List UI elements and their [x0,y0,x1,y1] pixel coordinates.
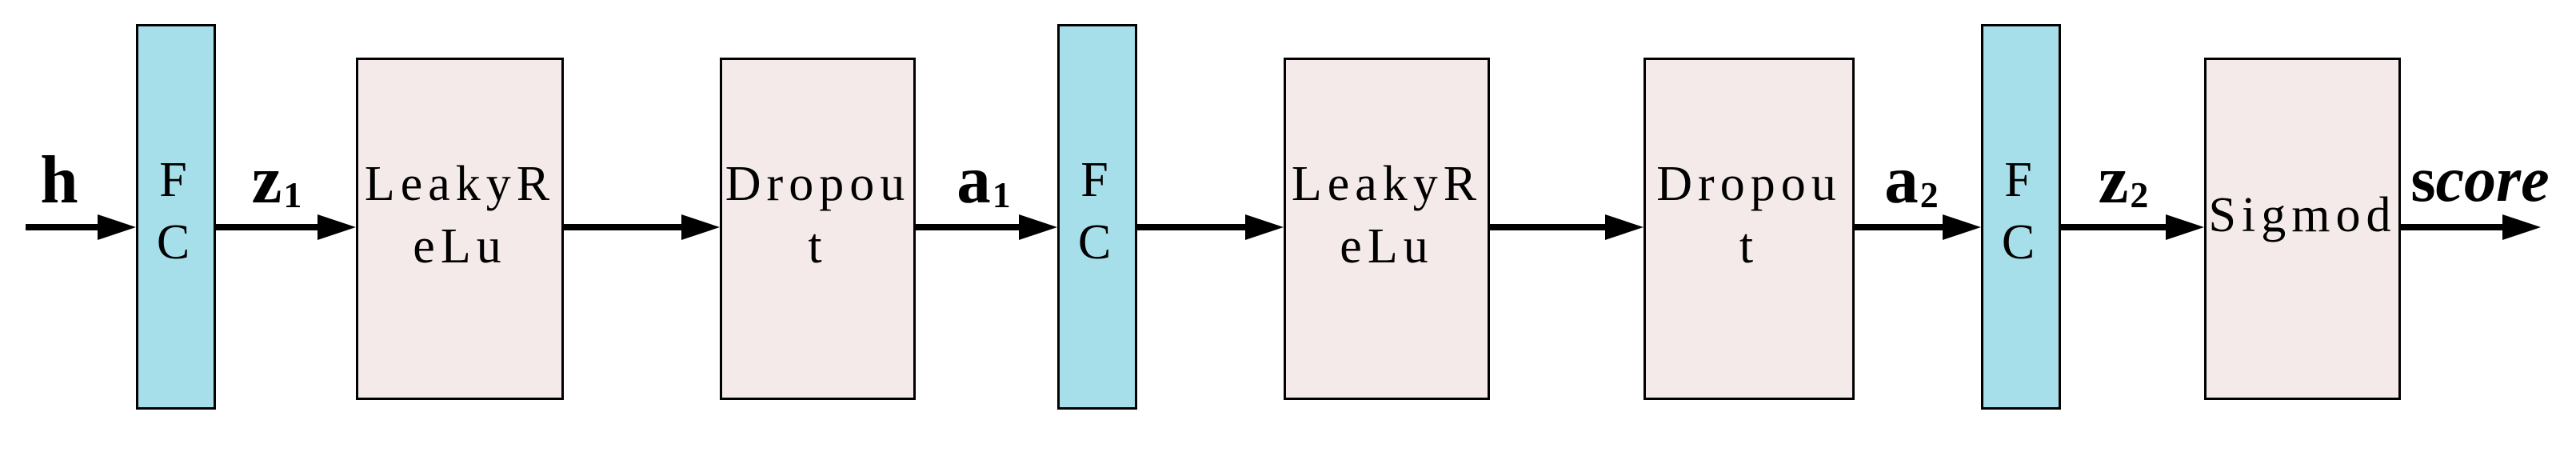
node-label-line: F [2004,153,2038,207]
label-subscript: 2 [1919,174,1939,215]
node-label-line: C [2001,215,2041,270]
label-subscript: 1 [283,174,302,215]
arrow-head-icon [1943,214,1981,240]
signal-label-z2: z2 [2071,146,2175,224]
label-main: h [40,142,78,218]
leakyrelu-layer-2-box: LeakyR eLu [1284,58,1490,400]
label-italic-part: core [2435,145,2550,215]
label-main: a [957,142,991,218]
node-label-line: F [1080,153,1114,207]
dropout-layer-2-box: Dropou t [1643,58,1855,400]
label-main: z [251,142,282,218]
node-label-line: t [1739,219,1759,274]
arrow-shaft [216,224,324,230]
label-subscript: 2 [2130,174,2149,215]
leakyrelu-layer-2-label: LeakyR eLu [1292,153,1482,278]
node-label-line: Dropou [1656,157,1842,211]
arrow-head-icon [318,214,356,240]
dropout-layer-1-label: Dropou t [725,153,910,278]
node-label-line: C [1077,215,1117,270]
node-label-line: Sigmod [2208,188,2397,242]
arrow-shaft [2401,224,2509,230]
arrow-shaft [916,224,1025,230]
arrow-shaft [1855,224,1949,230]
node-label-line: eLu [1340,219,1434,274]
node-label-line: LeakyR [1291,157,1483,211]
signal-label-z1: z1 [225,146,329,224]
input-label-h: h [0,146,120,224]
flow-arrow-fc3-to-sigmod [2061,214,2204,240]
signal-label-a1: a1 [932,146,1036,224]
leakyrelu-layer-1-box: LeakyR eLu [356,58,564,400]
flow-arrow-sigmod-to-output [2401,214,2541,240]
arrow-head-icon [681,214,720,240]
arrow-head-icon [1245,214,1284,240]
sigmod-layer-box: Sigmod [2204,58,2401,400]
arrow-shaft [1137,224,1252,230]
arrow-shaft [26,224,104,230]
node-label-line: F [159,153,193,207]
flow-arrow-leakyrelu2-to-dropout2 [1490,214,1643,240]
flow-arrow-dropout1-to-fc2 [916,214,1057,240]
label-main: s [2410,145,2436,215]
label-subscript: 1 [992,174,1011,215]
flow-arrow-input-to-fc1 [26,214,136,240]
signal-label-a2: a2 [1859,146,1963,224]
label-main: a [1884,142,1919,218]
node-label-line: LeakyR [364,157,556,211]
arrow-head-icon [2502,214,2541,240]
arrow-shaft [2061,224,2172,230]
arrow-head-icon [98,214,136,240]
dropout-layer-2-label: Dropou t [1656,153,1841,278]
arrow-head-icon [1019,214,1057,240]
flow-arrow-fc1-to-leakyrelu1 [216,214,356,240]
node-label-line: t [808,219,828,274]
label-main: z [2098,142,2129,218]
sigmod-layer-label: Sigmod [2209,184,2397,246]
node-label-line: eLu [413,219,507,274]
arrow-head-icon [1605,214,1643,240]
dropout-layer-1-box: Dropou t [720,58,916,400]
arrow-shaft [1490,224,1611,230]
output-label-score: score [2400,146,2560,214]
flow-arrow-leakyrelu1-to-dropout1 [564,214,720,240]
arrow-shaft [564,224,688,230]
node-label-line: C [156,215,196,270]
flow-arrow-dropout2-to-fc3 [1855,214,1981,240]
arrow-head-icon [2166,214,2204,240]
leakyrelu-layer-1-label: LeakyR eLu [365,153,555,278]
flow-arrow-fc2-to-leakyrelu2 [1137,214,1284,240]
node-label-line: Dropou [725,157,911,211]
